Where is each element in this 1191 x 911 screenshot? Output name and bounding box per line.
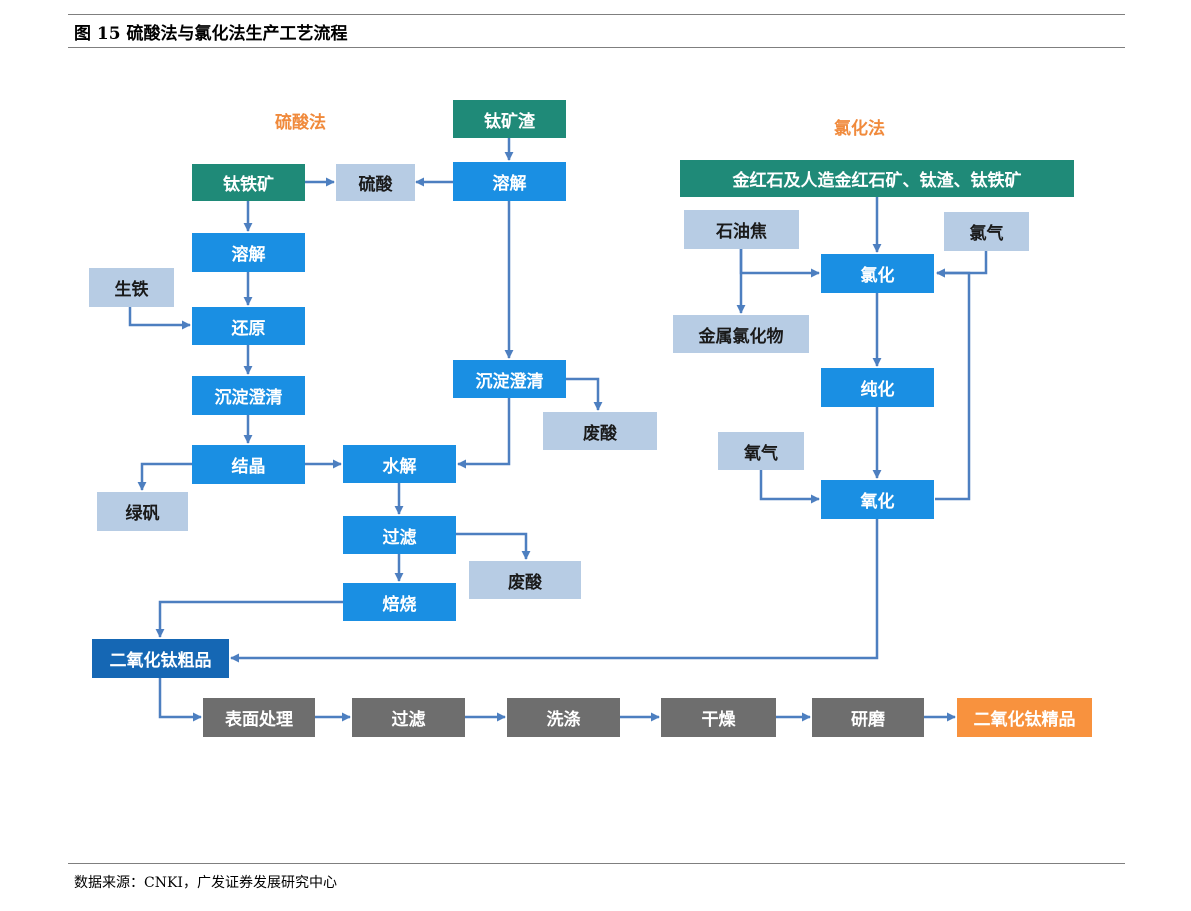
node-wash: 洗涤 [507, 698, 620, 737]
node-reduction: 还原 [192, 307, 305, 345]
figure-source: 数据来源：CNKI，广发证券发展研究中心 [74, 875, 337, 891]
top-rule [68, 14, 1125, 15]
node-dissolve-right: 溶解 [453, 162, 566, 201]
arrow-petcoke-to-chlorination [739, 249, 820, 278]
node-filter-chain: 过滤 [352, 698, 465, 737]
arrow-calcine-to-crude [155, 600, 343, 638]
arrow-crystallize-to-green-vitriol [137, 462, 192, 491]
node-dry: 干燥 [661, 698, 776, 737]
bottom-rule [68, 863, 1125, 864]
node-oxygen: 氧气 [718, 432, 804, 470]
arrow-settle-to-hydrolysis [457, 398, 511, 469]
node-chlorine: 氯气 [944, 212, 1029, 251]
node-sulfuric-acid: 硫酸 [336, 164, 415, 201]
node-waste-acid-1: 废酸 [543, 412, 657, 450]
node-grind: 研磨 [812, 698, 924, 737]
arrow-crude-to-surface [158, 678, 202, 722]
sulfuric-process-label: 硫酸法 [275, 113, 326, 133]
node-crystallize: 结晶 [192, 445, 305, 484]
node-petcoke: 石油焦 [684, 210, 799, 249]
figure-title: 图 15 硫酸法与氯化法生产工艺流程 [74, 24, 348, 44]
node-ti-slag: 钛矿渣 [453, 100, 566, 138]
node-metal-chlorides: 金属氯化物 [673, 315, 809, 353]
arrow-oxidation-recycle-chlorine [935, 268, 971, 501]
node-green-vitriol: 绿矾 [97, 492, 188, 531]
node-pig-iron: 生铁 [89, 268, 174, 307]
node-purification: 纯化 [821, 368, 934, 407]
title-rule [68, 47, 1125, 48]
arrow-chlorine-to-chlorination [936, 251, 988, 278]
node-settle-right: 沉淀澄清 [453, 360, 566, 398]
node-final-tio2: 二氧化钛精品 [957, 698, 1092, 737]
arrow-oxygen-to-oxidation [759, 470, 820, 504]
node-dissolve-left: 溶解 [192, 233, 305, 272]
node-waste-acid-2: 废酸 [469, 561, 581, 599]
node-calcine: 焙烧 [343, 583, 456, 621]
arrow-oxidation-to-crude [230, 519, 879, 663]
node-rutile-feed: 金红石及人造金红石矿、钛渣、钛铁矿 [680, 160, 1074, 197]
node-filter-left: 过滤 [343, 516, 456, 554]
node-crude-tio2: 二氧化钛粗品 [92, 639, 229, 678]
node-chlorination: 氯化 [821, 254, 934, 293]
node-oxidation: 氧化 [821, 480, 934, 519]
node-ilmenite: 钛铁矿 [192, 164, 305, 201]
chloride-process-label: 氯化法 [834, 119, 885, 139]
node-surface-treatment: 表面处理 [203, 698, 315, 737]
node-settle-left: 沉淀澄清 [192, 376, 305, 415]
arrow-settle-to-waste-acid [565, 377, 603, 411]
node-hydrolysis: 水解 [343, 445, 456, 483]
arrow-pigiron-to-reduction [128, 307, 191, 330]
arrow-filter-to-waste-acid [456, 532, 531, 560]
